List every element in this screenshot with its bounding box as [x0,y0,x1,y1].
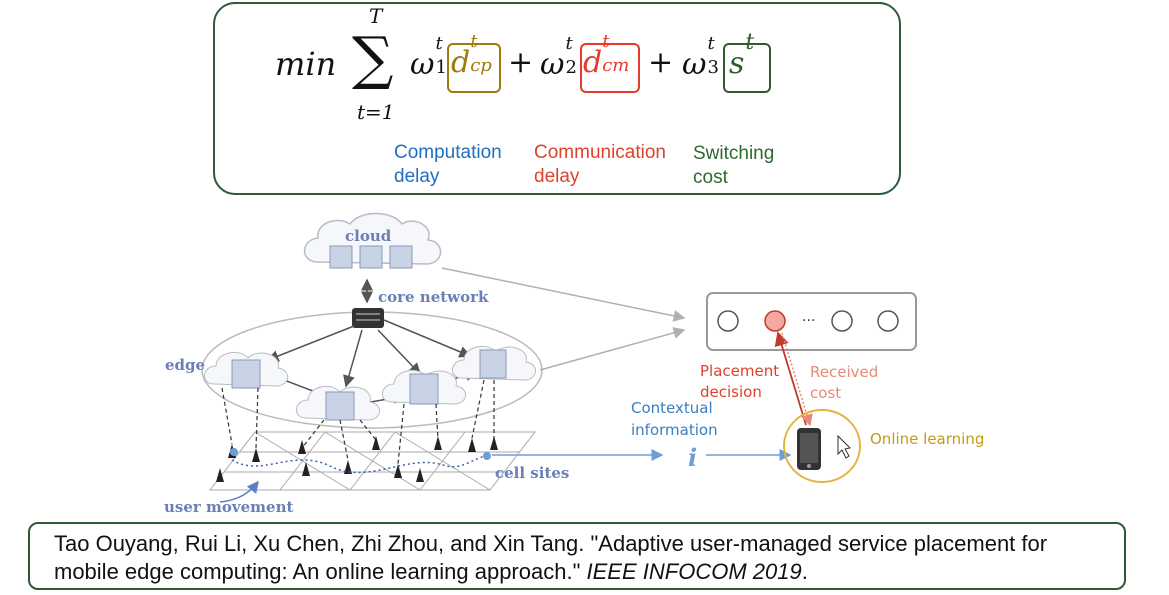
user-end-icon [483,452,491,460]
switching-cost-frame [723,43,771,93]
formula-plus-2: + [648,45,674,80]
smartphone-icon [797,428,821,470]
selected-arm-circle [764,310,786,332]
formula-plus-1: + [508,45,534,80]
cloud-label: cloud [345,227,392,245]
core-network-label: core network [378,288,489,306]
cell-tower-icon [216,436,498,482]
edge-server-icon [452,345,536,381]
online-learning-label: Online learning [870,430,984,448]
citation-text: Tao Ouyang, Rui Li, Xu Chen, Zhi Zhou, a… [54,531,1048,584]
contextual-line1: Contextual [631,399,713,417]
edge-label: edge [165,356,205,374]
cursor-icon [837,434,852,459]
communication-delay-frame [580,43,640,93]
formula-min: min [275,45,337,83]
formula-box [213,2,901,195]
arm-circle [877,310,899,332]
cloud-icon [303,212,442,269]
router-icon [352,308,384,328]
computation-delay-frame [447,43,501,93]
context-icon: i [688,443,697,472]
arm-circle [717,310,739,332]
arm-circle [831,310,853,332]
placement-line2: decision [700,383,762,401]
user-start-icon [230,448,238,456]
arms-box [706,292,917,351]
contextual-line2: information [631,421,718,439]
received-line1: Received [810,363,878,381]
arms-ellipsis: ··· [802,313,815,329]
user-movement-label: user movement [164,498,293,516]
user-path [231,455,487,474]
edge-server-icon [204,351,288,389]
citation-venue: IEEE INFOCOM 2019 [586,559,802,584]
formula-sum-top: T [369,4,383,28]
formula-sum-bottom: t=1 [357,100,395,124]
received-line2: cost [810,384,841,402]
edge-server-icon [382,369,466,405]
formula-sum-symbol: ∑ [352,24,394,92]
cell-sites-label: cell sites [495,464,569,482]
citation-box: Tao Ouyang, Rui Li, Xu Chen, Zhi Zhou, a… [28,522,1126,590]
edge-server-icon [296,385,380,421]
placement-line1: Placement [700,362,779,380]
online-learning-loop [783,409,861,483]
